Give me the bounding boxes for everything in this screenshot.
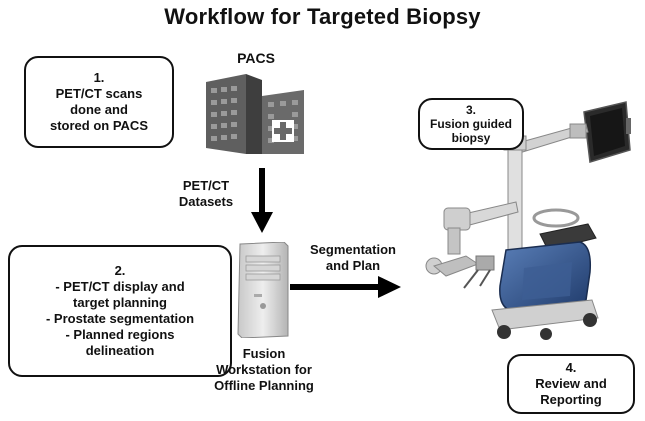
step1-line: 1. — [93, 70, 105, 85]
step3-line: Fusion guided — [430, 117, 512, 131]
diagram-title: Workflow for Targeted Biopsy — [164, 4, 481, 29]
step3-box: 3. Fusion guided biopsy — [418, 98, 524, 150]
step4-line: 4. — [565, 360, 577, 375]
segmentation-line: Segmentation — [310, 242, 396, 257]
workstation-line: Offline Planning — [214, 378, 314, 393]
workstation-line: Fusion — [242, 346, 286, 361]
segmentation-label: Segmentation and Plan — [300, 242, 406, 274]
step1-line: done and — [70, 102, 128, 117]
step4-box: 4. Review and Reporting — [507, 354, 635, 414]
workstation-label: Fusion Workstation for Offline Planning — [208, 346, 320, 394]
step2-line: delineation — [85, 343, 155, 358]
step2-line: target planning — [73, 295, 167, 310]
arrow-down-icon — [251, 168, 273, 233]
arrow-right-icon — [290, 276, 401, 298]
step1-box: 1. PET/CT scans done and stored on PACS — [24, 56, 174, 148]
step2-line: - PET/CT display and — [55, 279, 185, 294]
step1-line: PET/CT scans — [55, 86, 143, 101]
step4-line: Reporting — [540, 392, 602, 407]
step3-line: biopsy — [451, 131, 491, 145]
datasets-line: PET/CT — [182, 178, 230, 193]
step2-line: - Prostate segmentation — [45, 311, 195, 326]
step4-line: Review and — [535, 376, 607, 391]
step2-line: 2. — [114, 263, 126, 278]
workstation-line: Workstation for — [216, 362, 312, 377]
step3-line: 3. — [465, 103, 476, 117]
step1-line: stored on PACS — [50, 118, 148, 133]
pacs-label: PACS — [237, 50, 275, 66]
segmentation-line: and Plan — [325, 258, 381, 273]
building-icon — [206, 74, 304, 154]
computer-tower-icon — [237, 242, 289, 338]
datasets-label: PET/CT Datasets — [166, 178, 246, 210]
step2-line: - Planned regions — [65, 327, 175, 342]
step2-box: 2. - PET/CT display and target planning … — [8, 245, 232, 377]
datasets-line: Datasets — [178, 194, 234, 209]
